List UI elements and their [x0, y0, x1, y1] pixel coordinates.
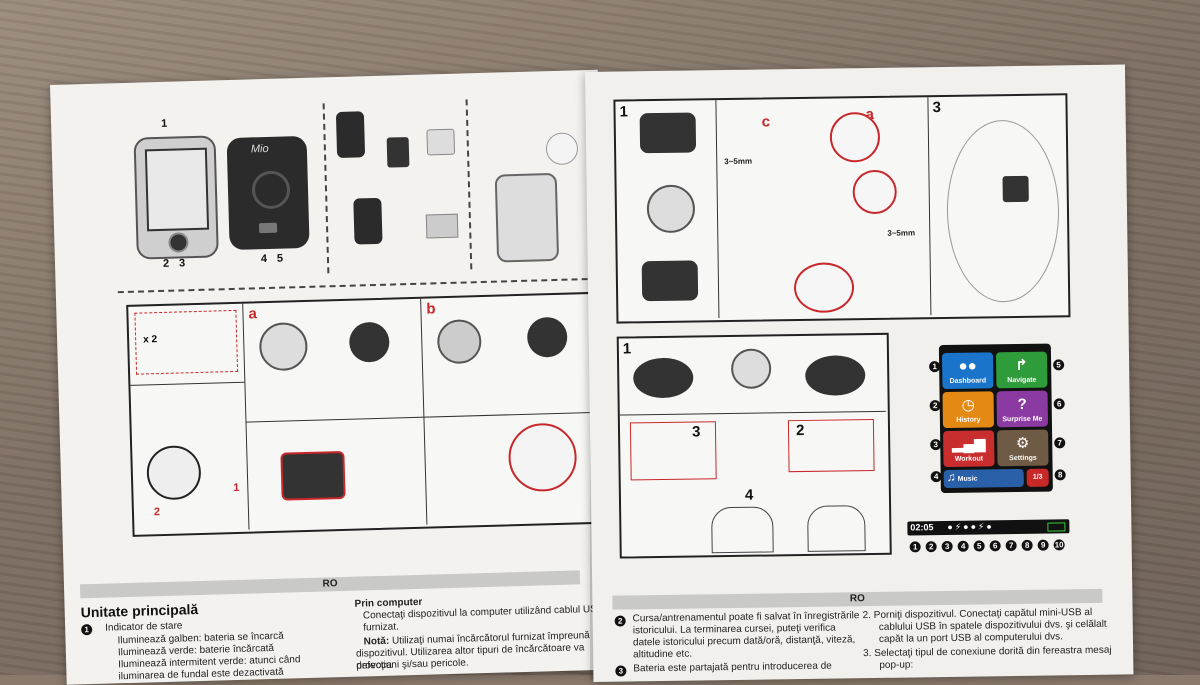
- device-back-illustration: Mio: [226, 135, 310, 251]
- status-time: 02:05: [910, 522, 934, 533]
- menu-callout-6: 6: [1053, 398, 1065, 410]
- arrow-label-2: 2: [153, 506, 161, 519]
- menu-callout-3: 3: [930, 439, 942, 451]
- menu-callout-4: 4: [930, 471, 942, 483]
- menu-screen-illustration: ●●Dashboard ↱Navigate ◷History ?Surprise…: [938, 343, 1053, 494]
- mid-note-3: defecţiuni şi/sau pericole.: [356, 657, 469, 672]
- menu-callout-8: 8: [1054, 469, 1066, 481]
- r2-line-3: capăt la un port USB al computerului dvs…: [878, 631, 1063, 645]
- item-title: Indicator de stare: [105, 620, 183, 634]
- arrow-label-1: 1: [233, 481, 240, 495]
- tile-workout: ▂▄▆Workout: [943, 430, 995, 468]
- callout-3: 3: [178, 257, 186, 270]
- touch-device-illustration: [494, 172, 560, 263]
- step-label-4b: 4: [744, 486, 754, 504]
- bike-icon: ●●: [958, 357, 977, 375]
- device-power-button: [168, 232, 189, 253]
- wall-charger-illustration: [335, 111, 366, 159]
- gear-icon: ⚙: [1015, 434, 1030, 453]
- tile-music: ♫ Music: [943, 468, 1024, 489]
- sensor-install-panel: 1 3 a c d b 3~5mm 3~5mm: [613, 93, 1071, 324]
- music-icon: ♫: [946, 469, 956, 484]
- ro-section-bar-right: RO: [612, 588, 1103, 610]
- status-icons: ●⚡●●⚡●: [947, 521, 994, 532]
- panel-label-a: a: [248, 305, 258, 323]
- status-callouts: 1 2 3 4 5 6 7 8 9 10: [909, 539, 1080, 553]
- tile-surprise-me: ?Surprise Me: [996, 390, 1048, 428]
- usb-charger-illustration: [353, 197, 383, 245]
- device-front-illustration: [133, 135, 219, 260]
- tile-history: ◷History: [942, 391, 995, 429]
- step-label-3: 3: [932, 99, 941, 117]
- measurement-2: 3~5mm: [887, 228, 916, 238]
- detail-label-c: c: [761, 113, 771, 131]
- r-line-5: Bateria este partajată pentru introducer…: [633, 660, 832, 675]
- step-label-1: 1: [619, 103, 629, 121]
- manual-right-page: 1 3 a c d b 3~5mm 3~5mm 1 3 2 4 ●●Dashbo…: [585, 64, 1134, 682]
- menu-callout-5: 5: [1053, 359, 1065, 371]
- section-heading: Unitate principală: [80, 601, 199, 621]
- history-icon: ◷: [961, 396, 975, 414]
- mid-line-2: furnizat.: [363, 621, 400, 634]
- ro-section-bar-left: RO: [79, 570, 581, 599]
- item-number-2: 2: [614, 615, 626, 627]
- measurement-1: 3~5mm: [724, 156, 753, 167]
- item-number-1: 1: [81, 624, 93, 636]
- bars-icon: ▂▄▆: [951, 435, 986, 453]
- status-bar-illustration: 02:05 ●⚡●●⚡●: [907, 519, 1070, 536]
- r-line-3: datele istoricului precum dată/oră, dist…: [632, 634, 856, 649]
- menu-callout-7: 7: [1054, 437, 1066, 449]
- tile-page-indicator: 1/3: [1026, 468, 1049, 487]
- note-label: Notă:: [363, 635, 390, 648]
- step-label-1b: 1: [622, 340, 632, 358]
- callout-5: 5: [276, 252, 284, 265]
- turn-arrow-icon: ↱: [1015, 356, 1029, 375]
- question-icon: ?: [1017, 395, 1027, 413]
- tile-settings: ⚙Settings: [997, 429, 1049, 467]
- tile-navigate: ↱Navigate: [995, 351, 1048, 389]
- callout-2: 2: [162, 257, 170, 270]
- callout-1: 1: [160, 117, 168, 130]
- battery-icon: [1047, 522, 1066, 532]
- r2-line-5: pop-up:: [879, 659, 914, 671]
- panel-label-b: b: [426, 300, 436, 318]
- manual-left-page: 1 2 3 Mio 4 5 x 2 a b 1 2 RO Unitat: [50, 69, 615, 685]
- qty-label: x 2: [143, 334, 158, 346]
- callout-4: 4: [260, 253, 268, 266]
- tile-dashboard: ●●Dashboard: [941, 352, 994, 390]
- mounting-instruction-panel: x 2 a b 1 2: [126, 291, 609, 537]
- menu-callout-2: 2: [929, 400, 941, 412]
- r-line-4: altitudine etc.: [633, 648, 693, 661]
- r2-line-4: 3. Selectaţi tipul de conexiune dorită d…: [863, 644, 1112, 660]
- hr-strap-panel: 1 3 2 4: [616, 332, 892, 559]
- mio-logo: Mio: [250, 142, 269, 156]
